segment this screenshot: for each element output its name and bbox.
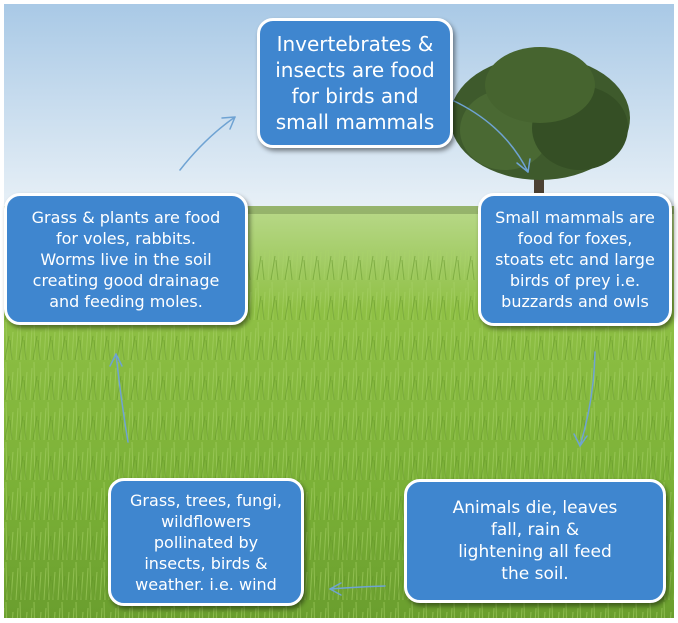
node-grass-plants-food: Grass & plants are food for voles, rabbi…	[4, 193, 248, 325]
node-small-mammals-food: Small mammals are food for foxes, stoats…	[478, 193, 672, 326]
node-invertebrates-food: Invertebrates & insects are food for bir…	[257, 18, 453, 148]
node-plants-pollinated: Grass, trees, fungi, wildflowers pollina…	[108, 478, 304, 606]
node-animals-die-feed-soil: Animals die, leaves fall, rain & lighten…	[404, 479, 666, 603]
